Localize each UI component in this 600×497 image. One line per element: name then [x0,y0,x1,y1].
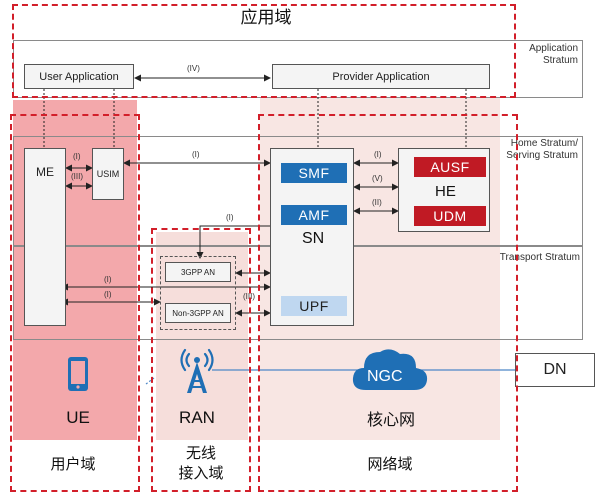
user-domain-label: 用户域 [50,456,96,473]
ref-label-sn-he-ii: (II) [372,198,382,207]
upf-function: UPF [281,296,347,316]
ref-label-sn-he-i: (I) [374,150,382,159]
sn-label: SN [302,230,325,247]
an-3gpp-box: 3GPP AN [165,262,231,282]
ref-label-sn-an-i: (I) [226,213,234,222]
cloud-icon [352,349,428,390]
he-label: HE [435,183,456,200]
radio-tower-icon [180,348,214,393]
ngc-label: NGC [367,368,403,385]
home-stratum-label: Home Stratum/ Serving Stratum [506,138,578,161]
ref-label-transport-i-2: (I) [104,290,112,299]
user-domain-boundary [10,114,140,492]
ran-label: RAN [179,408,215,427]
transport-stratum-label: Transport Stratum [499,252,580,263]
ref-label-me-usim-i: (I) [73,152,81,161]
smf-function: SMF [281,163,347,183]
ref-label-sn-he-v: (V) [372,174,383,183]
provider-application-box: Provider Application [272,64,490,89]
an-group-box [160,256,236,330]
network-domain-label: 网络域 [367,456,413,473]
an-non3gpp-box: Non-3GPP AN [165,303,231,323]
app-domain-label: 应用域 [240,8,292,27]
access-domain-boundary [151,228,251,492]
me-box: ME [24,148,66,326]
ref-label-me-usim-iii: (III) [71,172,83,181]
amf-function: AMF [281,205,347,225]
access-domain-label-line1: 无线 [185,445,216,462]
access-domain-label-line2: 接入域 [178,465,224,482]
app-domain-boundary [12,4,516,98]
network-domain-boundary [258,114,518,492]
ausf-function: AUSF [414,157,486,177]
ref-label-transport-i-1: (I) [104,275,112,284]
ue-label: UE [66,408,90,427]
user-application-box: User Application [24,64,134,89]
ref-label-iv: (IV) [187,64,200,73]
ref-label-usim-sn-i: (I) [192,150,200,159]
smartphone-icon [68,357,88,391]
core-network-label: 核心网 [366,412,415,429]
usim-box: USIM [92,148,124,200]
application-stratum-label: Application Stratum [529,43,578,66]
udm-function: UDM [414,206,486,226]
dn-box: DN [515,353,595,387]
